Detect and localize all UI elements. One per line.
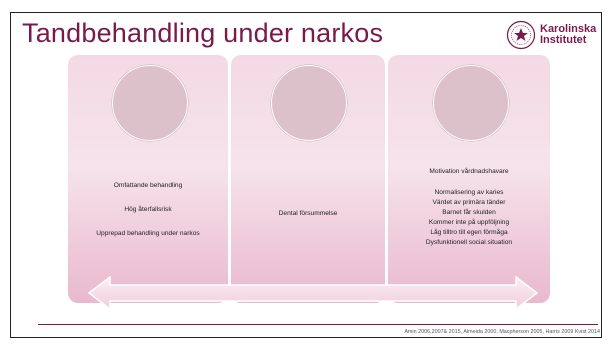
panel-3-line-6: Dysfunktionell social situation <box>425 239 513 246</box>
karolinska-logo: Karolinska Institutet <box>506 20 598 52</box>
panel-2: Dental försummelse <box>231 55 385 303</box>
panel-3-line-5: Låg tilltro till egen förmåga <box>430 229 508 236</box>
panel-1-line-1: Omfattande behandling <box>113 182 183 189</box>
panel-1-circle <box>112 65 188 141</box>
seal-icon <box>506 20 536 50</box>
panel-2-circle <box>271 65 347 141</box>
citation: Amin 2006,2007& 2015, Almeida 2000, Macp… <box>404 329 600 335</box>
panel-2-line-1: Dental försummelse <box>278 210 338 217</box>
panel-3-line-1: Normalisering av karies <box>434 189 504 196</box>
panel-3-line-3: Barnet får skulden <box>442 209 496 216</box>
footer-rule <box>38 324 598 325</box>
panel-3-heading: Motivation vårdnadshavare <box>429 168 509 175</box>
panel-1: Omfattande behandling Hög återfallsrisk … <box>68 55 228 303</box>
double-arrow-icon <box>88 276 538 310</box>
panel-1-line-3: Upprepad behandling under narkos <box>96 230 200 237</box>
logo-line-1: Karolinska <box>540 23 597 35</box>
panel-3-line-2: Värdet av primära tänder <box>432 199 506 206</box>
panel-3-circle <box>433 65 509 141</box>
slide-title: Tandbehandling under narkos <box>22 18 384 48</box>
panel-1-line-2: Hög återfallsrisk <box>124 206 172 213</box>
logo-line-2: Institutet <box>540 34 587 46</box>
slide-frame <box>10 12 602 338</box>
panel-3: Motivation vårdnadshavare Normalisering … <box>388 55 550 303</box>
panel-3-line-4: Kommer inte på uppföljning <box>428 219 510 226</box>
